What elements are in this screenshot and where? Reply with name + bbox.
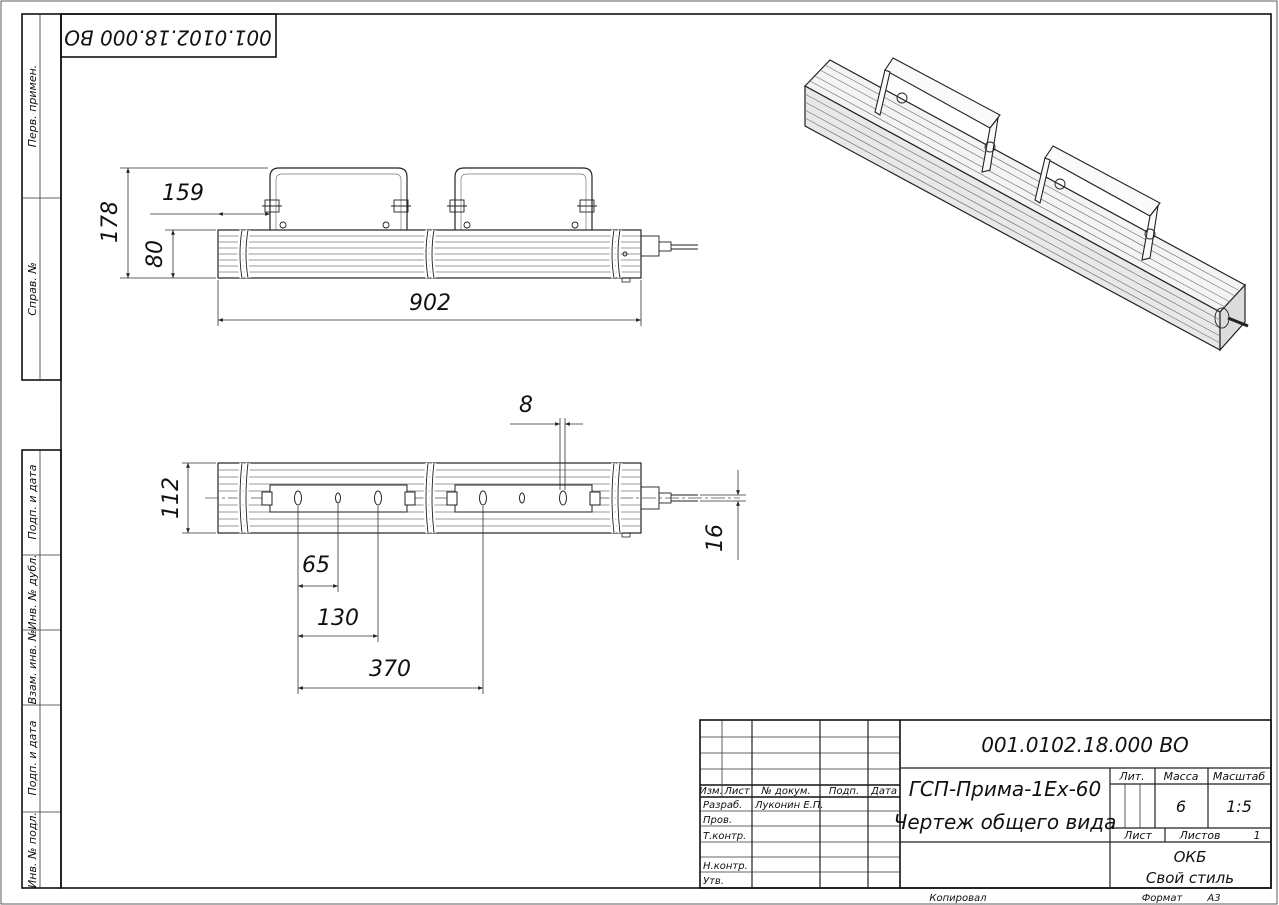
front-dimensions: [120, 167, 642, 326]
top-view: [205, 462, 740, 538]
col-izm: Изм.: [699, 786, 723, 797]
lit-label: Лит.: [1118, 770, 1144, 783]
sheets-label: Листов: [1178, 829, 1220, 842]
sheets-value: 1: [1254, 829, 1261, 842]
org-line1: ОКБ: [1174, 848, 1207, 866]
dim-130: 130: [317, 606, 359, 631]
row-utv: Утв.: [703, 876, 724, 887]
strip-perv-primen: Перв. примен.: [26, 65, 39, 148]
top-dimensions: [182, 418, 746, 694]
dim-16: 16: [703, 524, 728, 552]
mass-label: Масса: [1163, 770, 1198, 783]
format-label: Формат: [1142, 893, 1184, 904]
org-line2: Свой стиль: [1146, 869, 1234, 887]
title-doc-name: Чертеж общего вида: [894, 810, 1117, 834]
row-tkontr: Т.контр.: [703, 831, 746, 842]
side-strip: Перв. примен. Справ. № Подп. и дата Инв.…: [21, 13, 62, 889]
format-value: А3: [1206, 893, 1220, 904]
strip-inv-podl: Инв. № подл.: [26, 812, 39, 888]
strip-vzam-inv: Взам. инв. №: [26, 630, 39, 705]
title-block: 001.0102.18.000 ВО ГСП-Прима-1Ех-60 Черт…: [699, 719, 1272, 889]
dim-65: 65: [302, 553, 330, 578]
strip-podp-data-2: Подп. и дата: [26, 720, 39, 795]
dim-112: 112: [159, 477, 184, 519]
copied-label: Копировал: [929, 893, 987, 904]
strip-inv-dubl: Инв. № дубл.: [26, 554, 39, 629]
row-nkontr: Н.контр.: [703, 861, 748, 872]
scale-label: Масштаб: [1213, 770, 1265, 783]
dim-178: 178: [98, 201, 123, 243]
col-doc: № докум.: [760, 786, 810, 797]
mirrored-designation: 001.0102.18.000 ВО: [64, 26, 272, 50]
razrab-name: Луконин Е.П.: [754, 800, 824, 811]
dim-370: 370: [369, 657, 411, 682]
strip-sprav-no: Справ. №: [26, 262, 39, 316]
col-sign: Подп.: [829, 786, 859, 797]
mirrored-designation-box: 001.0102.18.000 ВО: [60, 13, 277, 58]
mass-value: 6: [1176, 797, 1186, 816]
dim-159: 159: [162, 181, 204, 206]
title-designation: 001.0102.18.000 ВО: [981, 733, 1189, 757]
dim-8: 8: [519, 393, 533, 418]
scale-value: 1:5: [1226, 797, 1252, 816]
dim-902: 902: [409, 291, 451, 316]
title-product-name: ГСП-Прима-1Ех-60: [909, 777, 1102, 801]
col-list: Лист: [723, 786, 751, 797]
row-razrab: Разраб.: [703, 799, 742, 811]
isometric-view: [804, 57, 1249, 352]
row-prov: Пров.: [703, 815, 732, 826]
dim-80: 80: [143, 240, 168, 268]
strip-podp-data-1: Подп. и дата: [26, 464, 39, 539]
front-view: [217, 167, 698, 283]
sheet-label: Лист: [1123, 829, 1152, 842]
col-date: Дата: [870, 786, 897, 797]
